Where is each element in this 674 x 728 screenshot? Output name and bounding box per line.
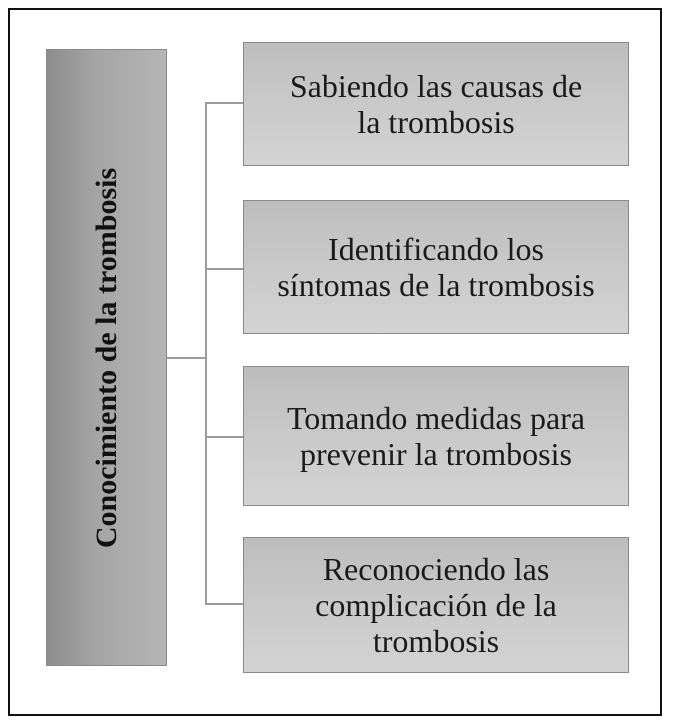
child-node-symptoms: Identificando los síntomas de la trombos… [243,200,629,334]
child-node-label: Reconociendo las complicación de la trom… [315,551,557,659]
branch-connector-1 [205,102,243,104]
root-node: Conocimiento de la trombosis [46,49,167,666]
branch-connector-2 [205,268,243,270]
branch-connector-3 [205,436,243,438]
child-node-label: Sabiendo las causas de la trombosis [289,68,583,140]
vertical-connector [205,102,207,605]
child-node-causes: Sabiendo las causas de la trombosis [243,42,629,166]
root-node-label: Conocimiento de la trombosis [89,167,123,548]
child-node-complications: Reconociendo las complicación de la trom… [243,537,629,673]
branch-connector-4 [205,603,243,605]
child-node-prevention: Tomando medidas para prevenir la trombos… [243,366,629,506]
child-node-label: Tomando medidas para prevenir la trombos… [286,400,586,472]
root-connector [167,357,206,359]
child-node-label: Identificando los síntomas de la trombos… [277,231,595,303]
